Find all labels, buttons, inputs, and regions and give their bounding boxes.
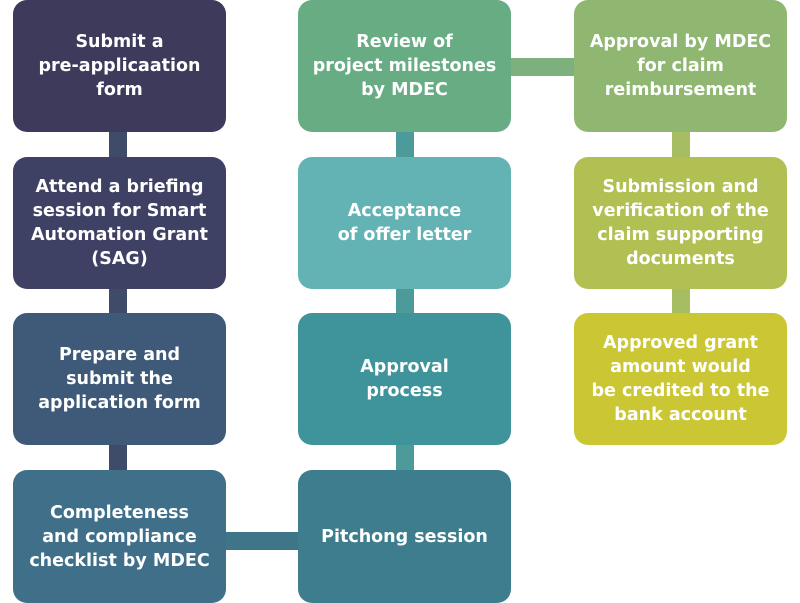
step-label: Submission and verification of the claim… bbox=[592, 177, 769, 269]
step-acceptance-offer-letter: Acceptance of offer letter bbox=[298, 157, 511, 289]
step-label: Approved grant amount would be credited … bbox=[591, 333, 770, 425]
connector-s2-s3 bbox=[109, 282, 127, 322]
step-attend-briefing: Attend a briefing session for Smart Auto… bbox=[13, 157, 226, 289]
connector-s5-s6 bbox=[396, 438, 414, 478]
step-label: Submit a pre-applicaation form bbox=[38, 32, 201, 100]
step-label: Prepare and submit the application form bbox=[38, 345, 201, 413]
step-pitching-session: Pitchong session bbox=[298, 470, 511, 603]
connector-s4-s5 bbox=[220, 532, 306, 550]
connector-s1-s2 bbox=[109, 125, 127, 165]
connector-s7-s8 bbox=[396, 125, 414, 165]
connector-s3-s4 bbox=[109, 438, 127, 478]
step-label: Approval by MDEC for claim reimbursement bbox=[589, 32, 772, 100]
connector-s8-s9 bbox=[505, 58, 581, 76]
step-review-milestones: Review of project milestones by MDEC bbox=[298, 0, 511, 132]
step-label: Acceptance of offer letter bbox=[337, 201, 472, 245]
connector-s9-s10 bbox=[672, 125, 690, 165]
step-prepare-application: Prepare and submit the application form bbox=[13, 313, 226, 445]
step-label: Review of project milestones by MDEC bbox=[312, 32, 497, 100]
connector-s10-s11 bbox=[672, 282, 690, 322]
step-label: Completeness and compliance checklist by… bbox=[29, 502, 210, 571]
step-submit-pre-application: Submit a pre-applicaation form bbox=[13, 0, 226, 132]
step-submission-verification: Submission and verification of the claim… bbox=[574, 157, 787, 289]
step-approval-process: Approval process bbox=[298, 313, 511, 445]
step-label: Pitchong session bbox=[321, 526, 488, 547]
step-label: Attend a briefing session for Smart Auto… bbox=[31, 177, 208, 269]
step-approval-claim: Approval by MDEC for claim reimbursement bbox=[574, 0, 787, 132]
step-label: Approval process bbox=[360, 357, 449, 401]
connector-s6-s7 bbox=[396, 282, 414, 322]
step-grant-credited: Approved grant amount would be credited … bbox=[574, 313, 787, 445]
step-completeness-checklist: Completeness and compliance checklist by… bbox=[13, 470, 226, 603]
